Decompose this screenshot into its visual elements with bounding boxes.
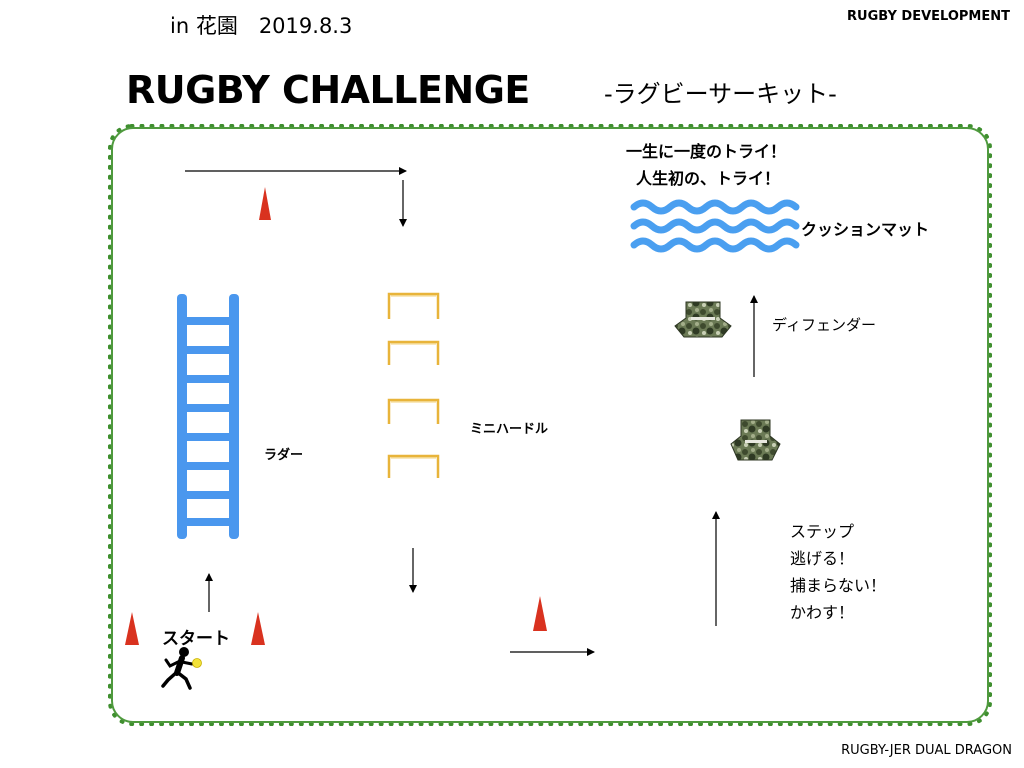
cone-icon — [125, 612, 139, 645]
mini-hurdle-icon — [387, 340, 440, 365]
ladder-label: ラダー — [264, 448, 304, 463]
defender-tackle-bag-icon — [730, 419, 781, 461]
mini-hurdles — [387, 292, 440, 478]
footer-credit: RUGBY-JER DUAL DRAGON — [841, 743, 1012, 758]
page-title: RUGBY CHALLENGE — [126, 68, 530, 112]
try-caption-line-2: 人生初の、トライ！ — [636, 169, 781, 188]
mini-hurdle-icon — [387, 454, 440, 478]
cone-icon — [251, 612, 265, 645]
organization-name: RUGBY DEVELOPMENT — [847, 9, 1010, 24]
field-boundary — [108, 124, 992, 726]
field-boundary-inner — [111, 127, 989, 723]
start-label: スタート — [162, 629, 230, 649]
try-caption-line-1: 一生に一度のトライ！ — [626, 142, 787, 161]
ball-icon — [192, 658, 202, 668]
step-caption-line: ステップ — [790, 522, 855, 541]
cone-icon — [533, 596, 547, 631]
route-arrows — [185, 167, 758, 656]
cone-icon — [259, 187, 271, 220]
step-caption-line: 逃げる！ — [790, 549, 855, 568]
mini-hurdle-icon — [387, 398, 440, 424]
page-subtitle: -ラグビーサーキット- — [604, 80, 837, 108]
hurdle-label: ミニハードル — [470, 422, 549, 437]
step-caption-line: 捕まらない！ — [790, 576, 887, 595]
defender-tackle-bag-icon — [674, 301, 732, 338]
runner-icon — [161, 647, 202, 690]
venue-date: in 花園 2019.8.3 — [170, 14, 353, 38]
mini-hurdle-icon — [387, 292, 440, 319]
defender-label: ディフェンダー — [772, 316, 876, 334]
cones — [125, 187, 547, 645]
mat-label: クッションマット — [801, 220, 930, 239]
cushion-mat-icon — [630, 199, 800, 253]
step-caption-line: かわす！ — [790, 603, 855, 622]
agility-ladder-icon — [177, 294, 239, 539]
